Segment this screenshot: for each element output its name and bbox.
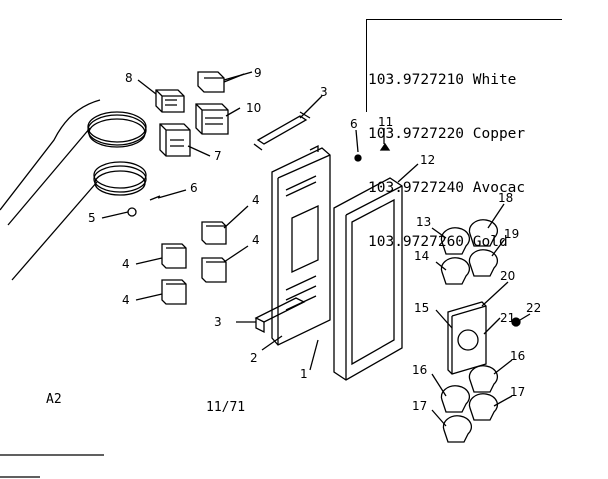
- callout-8: 8: [125, 71, 133, 85]
- callout-3-top: 3: [320, 85, 328, 99]
- switch-part-7: [159, 123, 191, 157]
- callout-6-right: 6: [350, 117, 358, 131]
- leader-lines: [101, 71, 531, 427]
- knob-part-16-b: [468, 365, 499, 393]
- callout-4-d: 4: [122, 293, 130, 307]
- switch-part-4-c: [201, 257, 227, 283]
- knob-part-17-b: [468, 393, 499, 421]
- callout-16-a: 16: [412, 363, 427, 377]
- callout-12: 12: [420, 153, 435, 167]
- screw-part-6-right: [354, 154, 362, 162]
- legend-row: 103.9727240 Avocac: [368, 179, 525, 197]
- callout-1: 1: [300, 367, 308, 381]
- callout-19: 19: [504, 227, 519, 241]
- clip-part-5: [127, 207, 137, 217]
- callout-9: 9: [254, 66, 262, 80]
- switch-part-8: [155, 89, 185, 113]
- legend-part-number: 103.9727220: [368, 126, 465, 142]
- legend-color: Copper: [472, 126, 526, 142]
- callout-7: 7: [214, 149, 222, 163]
- knob-part-18: [468, 219, 499, 247]
- callout-5: 5: [88, 211, 96, 225]
- legend-row: 103.9727260 Gold: [368, 233, 525, 251]
- callout-11: 11: [378, 115, 393, 129]
- bracket-part-3-bottom: [254, 297, 306, 334]
- frame-part-12: [333, 177, 403, 381]
- dial-plate-part-20: [447, 301, 487, 375]
- callout-10: 10: [246, 101, 261, 115]
- legend-left-rule: [366, 20, 367, 112]
- callout-15: 15: [414, 301, 429, 315]
- callout-21: 21: [500, 311, 515, 325]
- legend-color: Avocac: [472, 180, 526, 196]
- callout-4-c: 4: [122, 257, 130, 271]
- callout-4-a: 4: [252, 193, 260, 207]
- callout-3-bottom: 3: [214, 315, 222, 329]
- callout-18: 18: [498, 191, 513, 205]
- legend-part-number: 103.9727240: [368, 180, 465, 196]
- diagram-code: A2: [46, 392, 62, 407]
- legend-top-rule: [366, 19, 562, 20]
- callout-20: 20: [500, 269, 515, 283]
- callout-4-b: 4: [252, 233, 260, 247]
- diagram-date: 11/71: [206, 400, 246, 415]
- callout-13: 13: [416, 215, 431, 229]
- callout-2: 2: [250, 351, 258, 365]
- screw-part-6-left: [149, 195, 161, 201]
- screw-part-22: [511, 317, 521, 327]
- switch-part-4-d: [161, 279, 187, 305]
- callout-17-b: 17: [510, 385, 525, 399]
- knob-part-17-a: [442, 415, 473, 443]
- callout-17-a: 17: [412, 399, 427, 413]
- bracket-part-3-top: [253, 111, 311, 151]
- legend-part-number: 103.9727210: [368, 72, 465, 88]
- legend-row: 103.9727210 White: [368, 71, 525, 89]
- capillary-coil-upper: [7, 111, 147, 226]
- knob-part-19: [468, 249, 499, 277]
- callout-14: 14: [414, 249, 429, 263]
- legend-row: 103.9727220 Copper: [368, 125, 525, 143]
- knob-part-16-a: [440, 385, 471, 413]
- switch-part-10: [195, 103, 229, 135]
- knob-part-14: [440, 257, 471, 285]
- legend-color: Gold: [472, 234, 508, 250]
- legend-part-number: 103.9727260: [368, 234, 465, 250]
- callout-6-left: 6: [190, 181, 198, 195]
- capillary-tube: [0, 99, 101, 211]
- control-panel-part-2: [271, 144, 331, 346]
- model-legend: 103.9727210 White 103.9727220 Copper 103…: [368, 35, 525, 269]
- callout-16-b: 16: [510, 349, 525, 363]
- screw-part-11: [379, 142, 391, 151]
- switch-part-4-a: [201, 221, 227, 245]
- callout-22: 22: [526, 301, 541, 315]
- switch-part-4-b: [161, 243, 187, 269]
- connector-part-9: [197, 71, 245, 93]
- capillary-coil-lower: [11, 161, 147, 281]
- legend-color: White: [472, 72, 517, 88]
